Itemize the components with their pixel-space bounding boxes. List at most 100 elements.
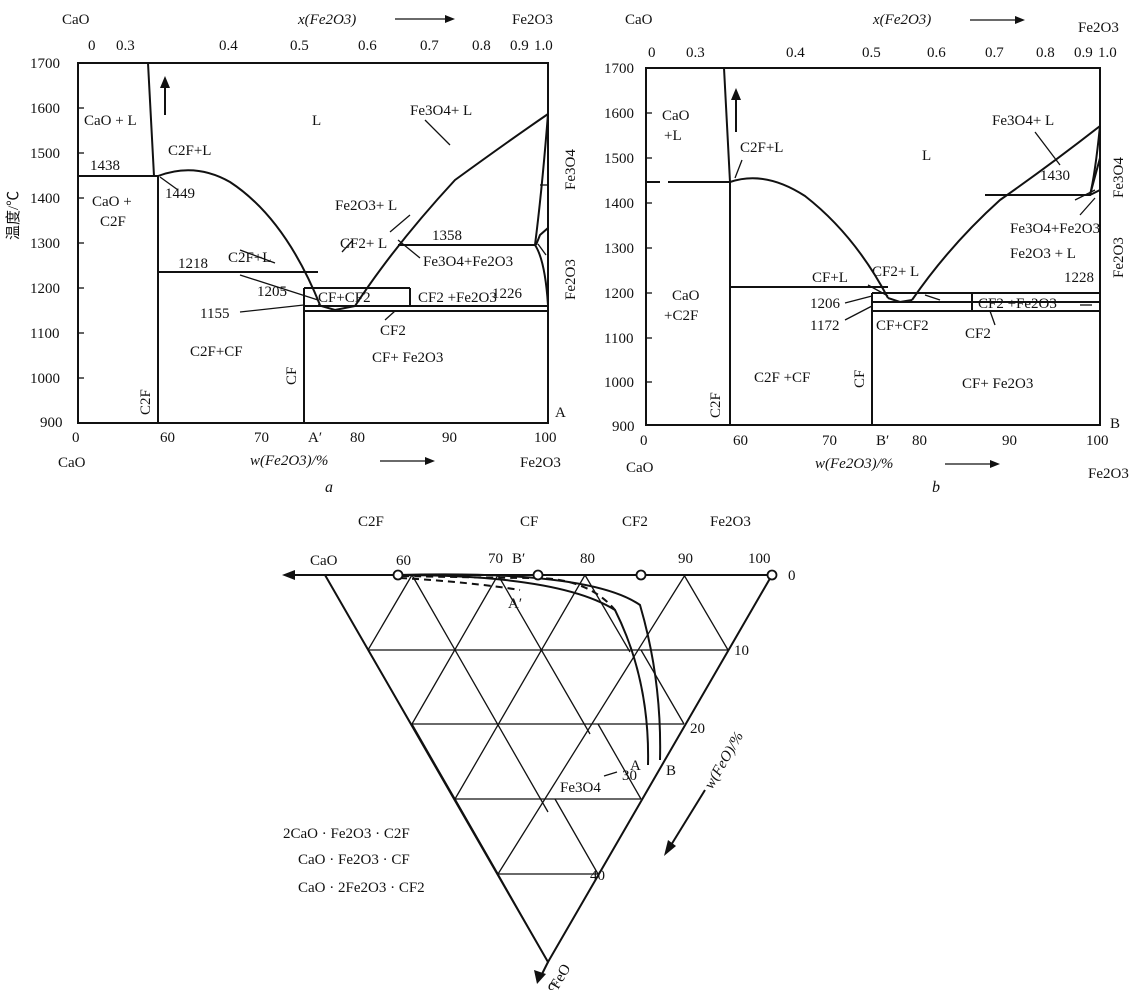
ternary-top-tick-100: 100: [748, 551, 771, 567]
region-b-cao-l-2: +L: [664, 128, 682, 144]
region-b-l: L: [922, 148, 931, 164]
region-a-cf2-fe2o3: CF2 +Fe2O3: [418, 290, 497, 306]
panel-a-bottom-left: CaO: [58, 455, 86, 471]
panel-a-corner-aprime: A′: [308, 430, 322, 446]
panel-a-top-tick-3: 0.5: [290, 38, 309, 54]
ternary-cao: CaO: [310, 553, 338, 569]
region-b-fe3o4-l: Fe3O4+ L: [992, 113, 1054, 129]
panel-b-top-tick-3: 0.5: [862, 45, 881, 61]
legend-c2f: 2CaO · Fe2O3 · C2F: [283, 826, 410, 842]
panel-b-x-tick-4: 90: [1002, 433, 1017, 449]
temp-b-1206: 1206: [810, 296, 841, 312]
panel-a-top-tick-0: 0: [88, 38, 96, 54]
panel-c: [282, 569, 778, 984]
panel-a-top-right: Fe2O3: [512, 12, 553, 28]
panel-b-x-axis-title: w(Fe2O3)/%: [815, 456, 893, 472]
panel-a-top-axis-title: x(Fe2O3): [297, 12, 356, 28]
temp-a-1218: 1218: [178, 256, 208, 272]
panel-b-top-tick-6: 0.8: [1036, 45, 1055, 61]
ternary-curve-b: B: [666, 763, 676, 779]
region-b-cf: CF: [852, 370, 868, 388]
panel-a-x-axis-title: w(Fe2O3)/%: [250, 453, 328, 469]
panel-b-y-tick-1: 1600: [604, 106, 634, 122]
region-b-cf-fe2o3: CF+ Fe2O3: [962, 376, 1033, 392]
panel-a-x-tick-4: 90: [442, 430, 457, 446]
curve-a: [397, 574, 650, 766]
temp-b-1430: 1430: [1040, 168, 1070, 184]
ternary-right-tick-10: 10: [734, 643, 749, 659]
temp-a-1205: 1205: [257, 284, 287, 300]
legend-cf2: CaO · 2Fe2O3 · CF2: [298, 880, 425, 896]
region-a-fe3o4: Fe3O4: [563, 149, 579, 190]
ternary-fe3o4: Fe3O4: [560, 780, 601, 796]
panel-a-label: a: [325, 479, 333, 496]
panel-a-x-tick-2: 70: [254, 430, 269, 446]
panel-a-y-tick-3: 1400: [30, 191, 60, 207]
region-a-c2f-cf: C2F+CF: [190, 344, 243, 360]
panel-b-bottom-left: CaO: [626, 460, 654, 476]
panel-b-top-left: CaO: [625, 12, 653, 28]
region-b-cf2-l: CF2+ L: [872, 264, 919, 280]
ternary-top-tick-80: 80: [580, 551, 595, 567]
panel-b-top-tick-0: 0: [648, 45, 656, 61]
region-a-fe3o4-fe2o3: Fe3O4+Fe2O3: [423, 254, 513, 270]
region-b-cf-l: CF+L: [812, 270, 848, 286]
ternary-top-label-2: CF2: [622, 514, 648, 530]
panel-a-y-tick-6: 1100: [30, 326, 59, 342]
ternary-right-tick-20: 20: [690, 721, 705, 737]
panel-a-y-tick-2: 1500: [30, 146, 60, 162]
panel-a-corner-a: A: [555, 405, 566, 421]
ternary-top-label-1: CF: [520, 514, 538, 530]
panel-b-x-tick-1: 60: [733, 433, 748, 449]
panel-b-top-tick-8: 1.0: [1098, 45, 1117, 61]
panel-b-y-tick-2: 1500: [604, 151, 634, 167]
panel-a-text: CaO Fe2O3 x(Fe2O3) 0 0.3 0.4 0.5 0.6 0.7…: [5, 12, 579, 496]
panel-a-x-tick-0: 0: [72, 430, 80, 446]
region-a-fe3o4-l: Fe3O4+ L: [410, 103, 472, 119]
panel-b-y-tick-6: 1100: [604, 331, 633, 347]
region-b-fe2o3-l: Fe2O3 + L: [1010, 246, 1076, 262]
region-a-c2f-l: C2F+L: [168, 143, 211, 159]
panel-a-y-axis-title: 温度/℃: [5, 191, 22, 240]
temp-a-1438: 1438: [90, 158, 120, 174]
temp-b-1228: 1228: [1064, 270, 1094, 286]
panel-a-top-tick-6: 0.8: [472, 38, 491, 54]
region-b-cf2-fe2o3: CF2 +Fe2O3: [978, 296, 1057, 312]
panel-a-x-tick-5: 100: [534, 430, 557, 446]
ternary-top-tick-60: 60: [396, 553, 411, 569]
panel-a-y-tick-4: 1300: [30, 236, 60, 252]
panel-a-y-tick-5: 1200: [30, 281, 60, 297]
ternary-feo-axis: w(FeO)/%: [702, 729, 748, 792]
panel-b-y-tick-8: 900: [612, 419, 635, 435]
panel-b-y-tick-4: 1300: [604, 241, 634, 257]
region-a-fe2o3-l: Fe2O3+ L: [335, 198, 397, 214]
region-b-fe3o4: Fe3O4: [1111, 157, 1127, 198]
region-a-cf-fe2o3: CF+ Fe2O3: [372, 350, 443, 366]
region-a-cf-cf2: CF+CF2: [318, 290, 371, 306]
region-a-cao-c2f-1: CaO +: [92, 194, 132, 210]
region-b-cf-cf2: CF+CF2: [876, 318, 929, 334]
region-a-cf2-l: CF2+ L: [340, 236, 387, 252]
panel-b-top-tick-5: 0.7: [985, 45, 1004, 61]
panel-a-x-tick-1: 60: [160, 430, 175, 446]
panel-b-label: b: [932, 479, 940, 496]
ternary-aprime: A′: [508, 596, 522, 612]
panel-b-x-tick-5: 100: [1086, 433, 1109, 449]
ternary-right-tick-30: 30: [622, 768, 637, 784]
panel-a-x-tick-3: 80: [350, 430, 365, 446]
ternary-top-tick-90: 90: [678, 551, 693, 567]
panel-a-y-tick-8: 900: [40, 415, 63, 431]
legend-cf: CaO · Fe2O3 · CF: [298, 852, 410, 868]
panel-b-corner-bprime: B′: [876, 433, 889, 449]
region-b-cao-l-1: CaO: [662, 108, 690, 124]
panel-b-y-tick-5: 1200: [604, 286, 634, 302]
panel-a: [77, 62, 549, 424]
panel-b-corner-b: B: [1110, 416, 1120, 432]
ternary-top-tick-70: 70: [488, 551, 503, 567]
panel-a-top-tick-4: 0.6: [358, 38, 377, 54]
ternary-right-tick-40: 40: [590, 868, 605, 884]
panel-b-top-right: Fe2O3: [1078, 20, 1119, 36]
temp-a-1449: 1449: [165, 186, 195, 202]
panel-b-bottom-right: Fe2O3: [1088, 466, 1129, 482]
